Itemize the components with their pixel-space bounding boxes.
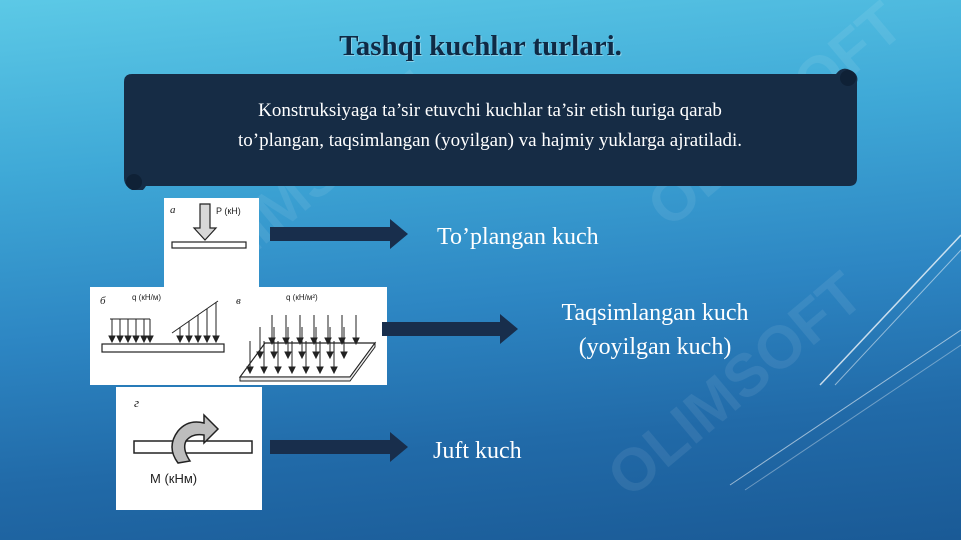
figure-letter: a [170, 204, 176, 216]
slide-title: Tashqi kuchlar turlari. [339, 30, 622, 62]
figure-letter: б [100, 295, 106, 307]
figure-distributed-load: б q (кН/м) в q (кН/м²) [90, 287, 387, 385]
banner-line: to’plangan, taqsimlangan (yoyilgan) va h… [237, 130, 743, 151]
banner-box [124, 68, 858, 190]
figure-letter: в [236, 295, 241, 307]
label-distributed-force: Taqsimlangan kuch (yoyilgan kuch) [525, 296, 785, 364]
arrow-right-icon [270, 219, 408, 249]
figure-letter: г [134, 395, 140, 410]
label-concentrated-force: To’plangan kuch [437, 224, 599, 250]
banner-line: Konstruksiyaga ta’sir etuvchi kuchlar ta… [258, 100, 722, 121]
figure-moment: г M (кНм) [116, 387, 262, 510]
arrow-right-icon [382, 314, 518, 344]
label-line: Taqsimlangan kuch [561, 300, 749, 326]
banner-text: Konstruksiyaga ta’sir etuvchi kuchlar ta… [140, 96, 840, 156]
label-couple: Juft kuch [433, 438, 522, 464]
arrow-right-icon [270, 432, 408, 462]
force-label: P (кН) [216, 206, 241, 216]
load-label: q (кН/м) [132, 293, 161, 302]
figure-concentrated-force: a P (кН) [164, 198, 259, 288]
label-line: (yoyilgan kuch) [578, 334, 732, 360]
moment-label: M (кНм) [150, 471, 198, 486]
load-label: q (кН/м²) [286, 293, 318, 302]
